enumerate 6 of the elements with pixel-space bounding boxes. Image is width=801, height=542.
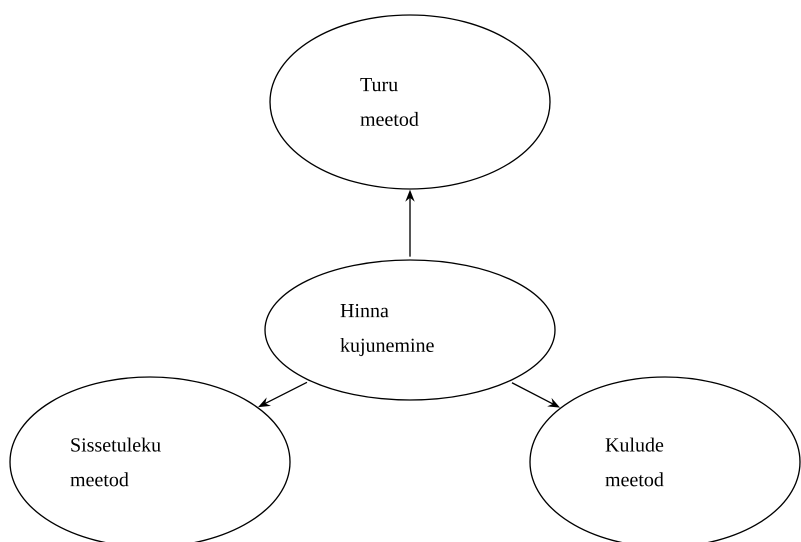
node-label: Hinna kujunemine [340, 304, 434, 356]
ellipse-node [269, 14, 551, 190]
ellipse-node [264, 259, 556, 401]
node-label: Turu meetod [360, 78, 419, 126]
node-label: Sissetuleku meetod [70, 438, 161, 486]
node-label: Kulude meetod [605, 438, 664, 486]
